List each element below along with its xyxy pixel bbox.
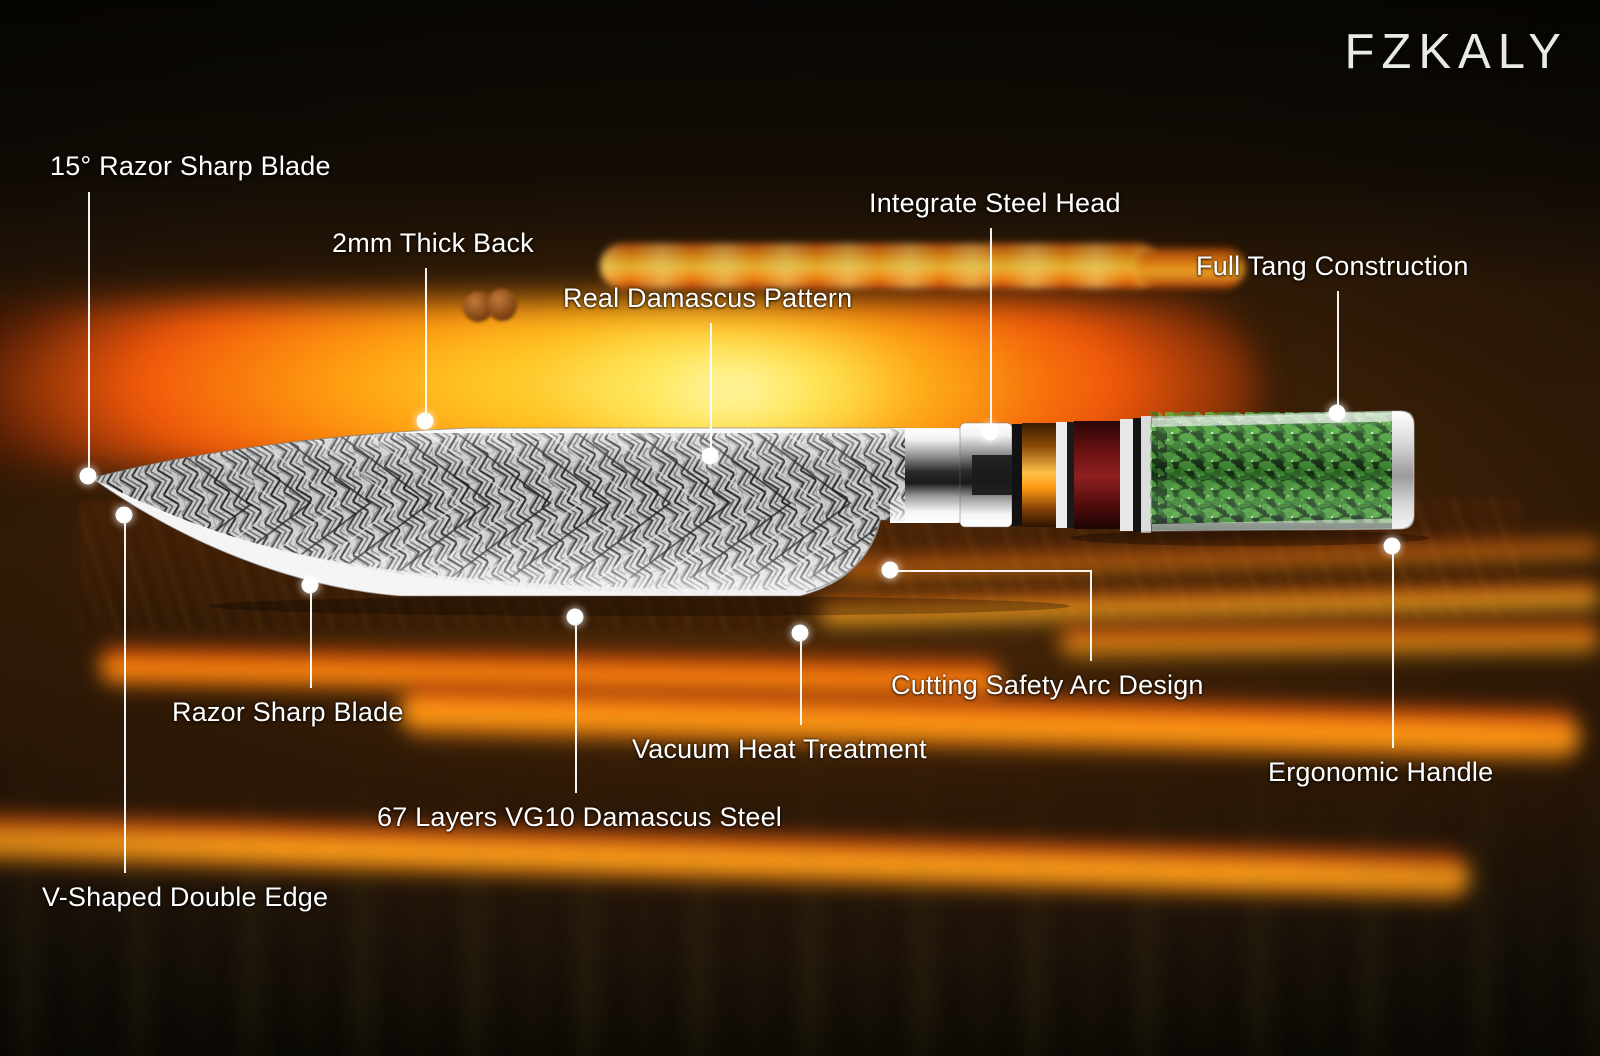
callout-dot-integrate-steel-head bbox=[981, 423, 999, 441]
callout-dot-ergonomic-handle bbox=[1383, 537, 1401, 555]
leader-line-v-shaped-double-edge bbox=[124, 523, 126, 873]
callout-label-razor-15-degree: 15° Razor Sharp Blade bbox=[50, 151, 331, 181]
furnace-core-glow bbox=[0, 300, 1260, 470]
callout-label-v-shaped-double-edge: V-Shaped Double Edge bbox=[42, 882, 329, 912]
ember-pebble-1 bbox=[463, 292, 493, 322]
callout-label-thick-back: 2mm Thick Back bbox=[332, 228, 534, 258]
leader-line-vacuum-heat-treatment bbox=[800, 641, 802, 725]
callout-dot-razor-sharp-blade bbox=[301, 576, 319, 594]
knife-bolster bbox=[890, 416, 1151, 533]
ember-pebble-2 bbox=[487, 289, 517, 321]
callout-dot-full-tang-construction bbox=[1328, 404, 1346, 422]
leader-line-h-cutting-safety-arc-design bbox=[890, 570, 1090, 572]
glow-bar-e bbox=[839, 534, 1600, 582]
knife-blade bbox=[90, 427, 906, 597]
callout-dot-v-shaped-double-edge bbox=[115, 506, 133, 524]
leader-line-integrate-steel-head bbox=[990, 228, 992, 424]
leader-line-full-tang-construction bbox=[1337, 291, 1339, 405]
leader-line-razor-sharp-blade bbox=[310, 593, 312, 688]
callout-dot-vacuum-heat-treatment bbox=[791, 624, 809, 642]
callout-dot-thick-back bbox=[416, 412, 434, 430]
callout-label-cutting-safety-arc-design: Cutting Safety Arc Design bbox=[891, 670, 1204, 700]
furnace-hotspot-glow bbox=[420, 330, 1040, 450]
callout-label-integrate-steel-head: Integrate Steel Head bbox=[869, 188, 1121, 218]
callout-label-ergonomic-handle: Ergonomic Handle bbox=[1268, 757, 1494, 787]
leader-line-ergonomic-handle bbox=[1392, 554, 1394, 748]
callout-dot-cutting-safety-arc-design bbox=[881, 561, 899, 579]
leader-line-v-cutting-safety-arc-design bbox=[1090, 570, 1092, 661]
glow-bar-a bbox=[99, 640, 1001, 704]
callout-label-full-tang-construction: Full Tang Construction bbox=[1196, 251, 1469, 281]
callout-label-vacuum-heat-treatment: Vacuum Heat Treatment bbox=[632, 734, 927, 764]
knife-handle bbox=[1150, 410, 1415, 532]
leader-line-real-damascus-pattern bbox=[710, 323, 712, 448]
callout-dot-razor-15-degree bbox=[79, 467, 97, 485]
brand-logo: FZKALY bbox=[1344, 25, 1568, 79]
coal-bed-left bbox=[80, 500, 800, 630]
leader-line-razor-15-degree bbox=[88, 192, 90, 468]
glow-bar-d bbox=[819, 579, 1600, 631]
leader-line-67-layers-vg10 bbox=[575, 625, 577, 793]
callout-dot-67-layers-vg10 bbox=[566, 608, 584, 626]
callout-label-real-damascus-pattern: Real Damascus Pattern bbox=[563, 283, 853, 313]
callout-label-67-layers-vg10: 67 Layers VG10 Damascus Steel bbox=[377, 802, 782, 832]
glow-bar-f bbox=[1059, 618, 1600, 662]
coal-bed-right bbox=[880, 498, 1520, 618]
leader-line-thick-back bbox=[425, 268, 427, 413]
callout-dot-real-damascus-pattern bbox=[701, 447, 719, 465]
callout-label-razor-sharp-blade: Razor Sharp Blade bbox=[172, 697, 404, 727]
